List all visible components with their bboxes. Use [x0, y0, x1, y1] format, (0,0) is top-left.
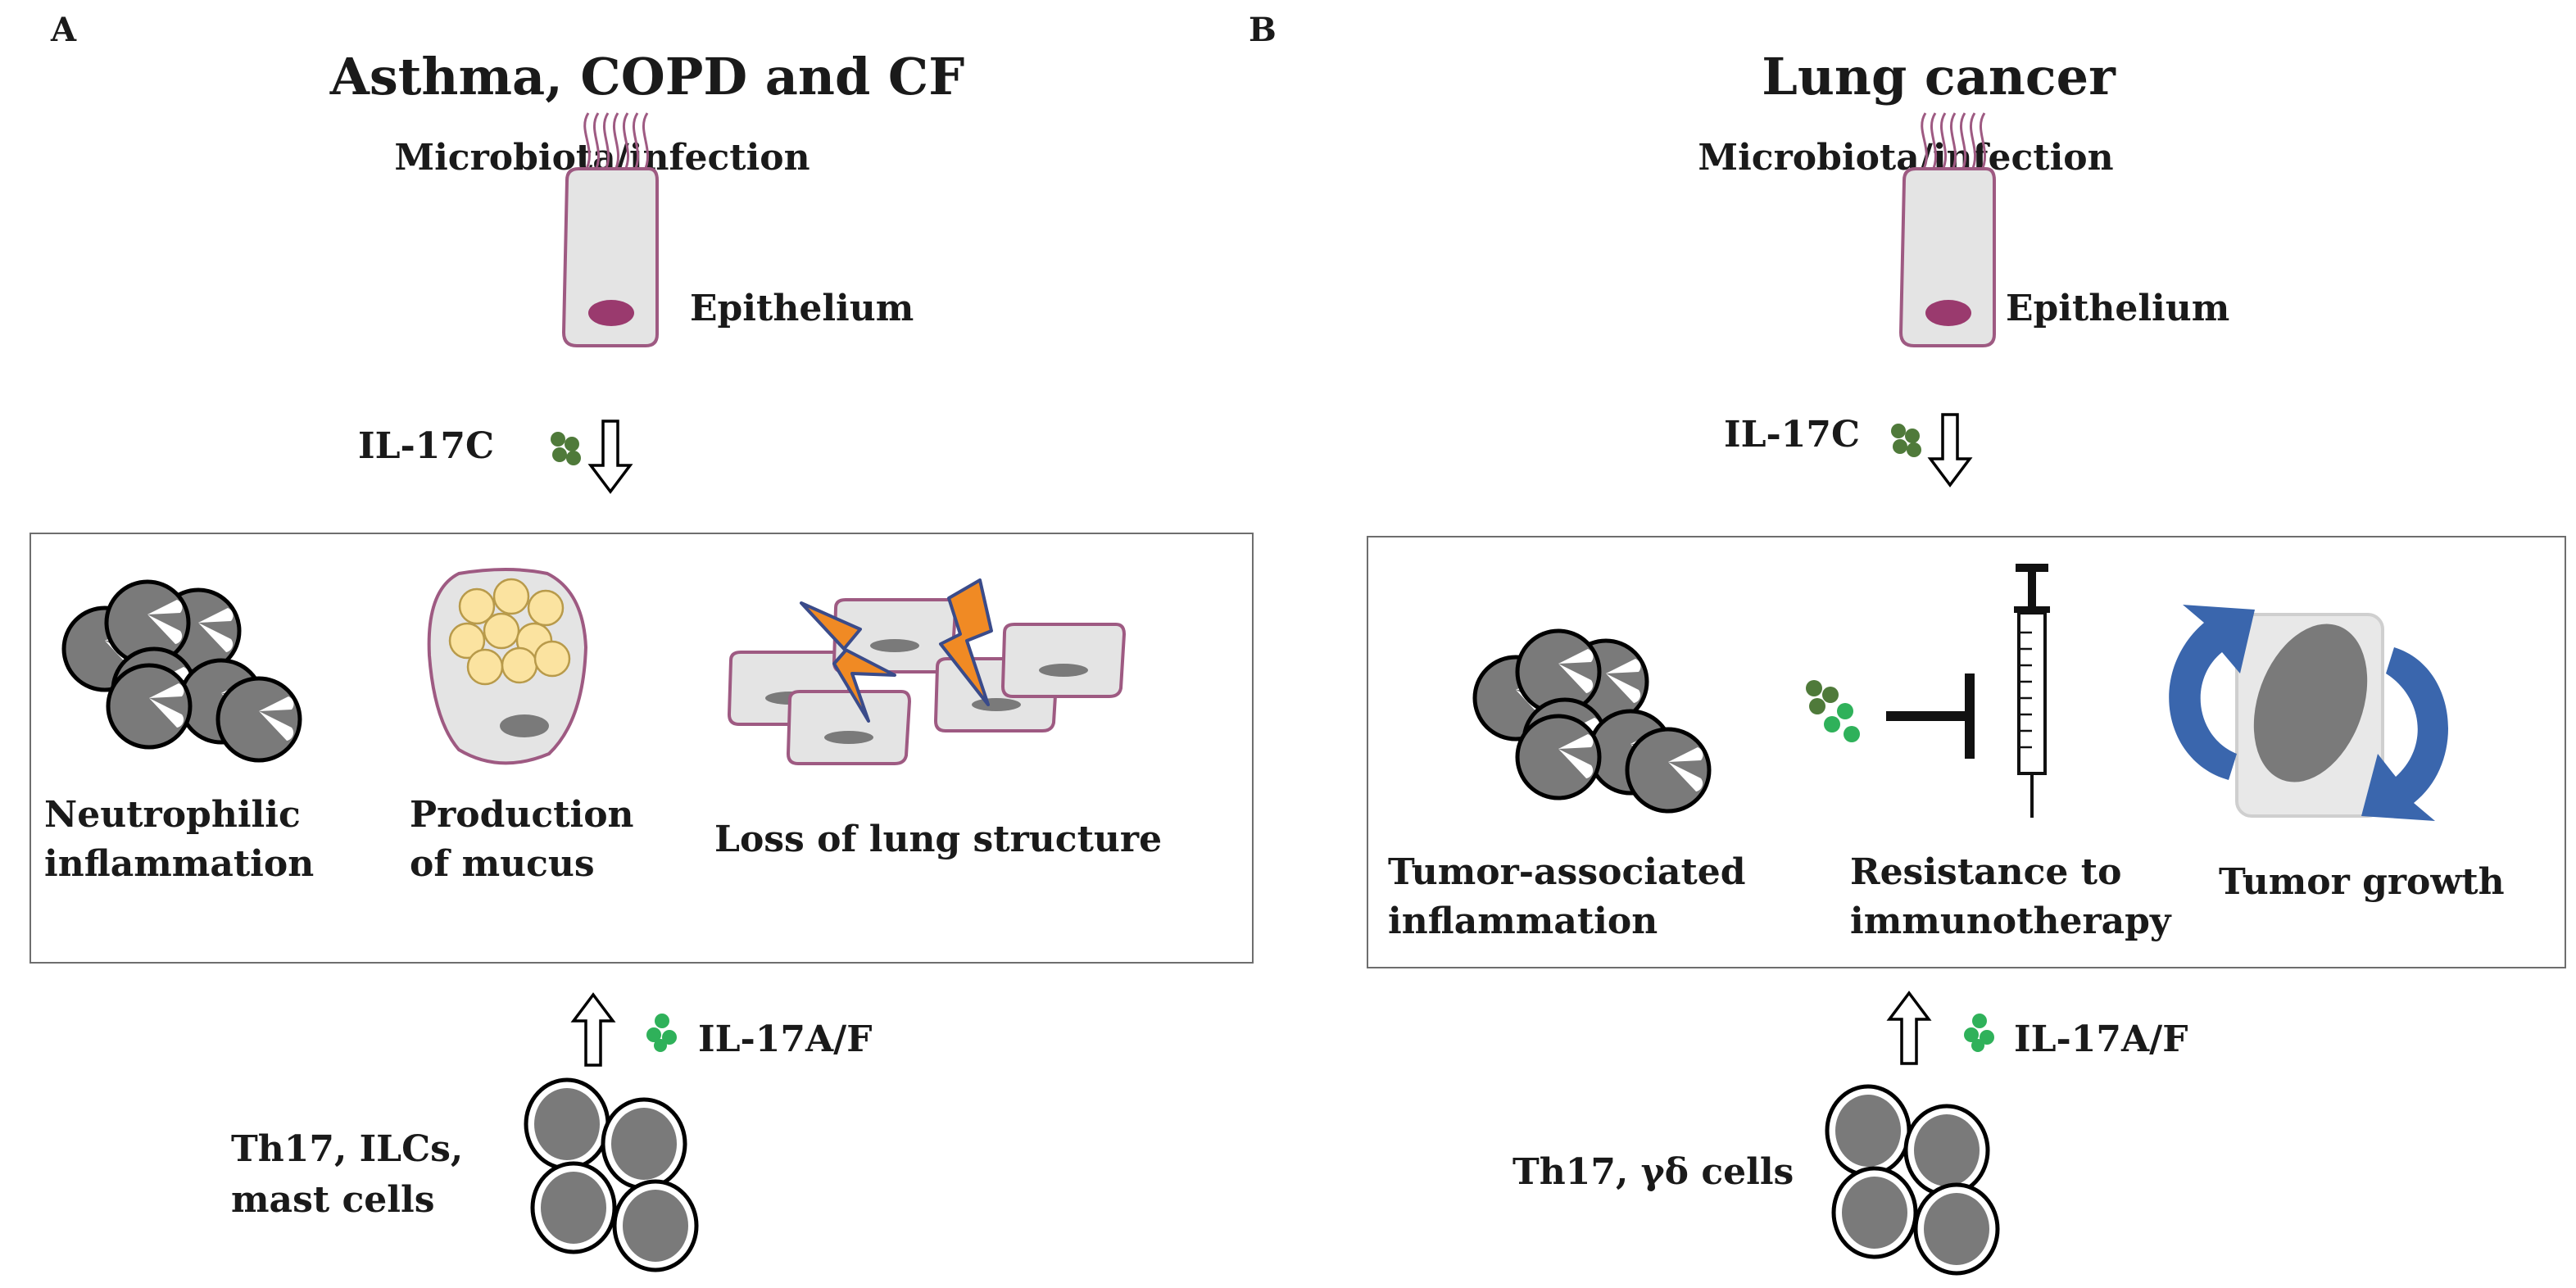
- panel-a-outcome-2-line-1: Production: [410, 794, 634, 836]
- panel-b-il17af-dots: [1964, 1014, 1994, 1052]
- panel-a-producer-cells: [526, 1080, 696, 1270]
- panel-a-il17c-label: IL-17C: [358, 425, 495, 467]
- panel-a-loss-of-structure: [728, 578, 1126, 765]
- panel-a-producers-line-1: Th17, ILCs,: [231, 1128, 464, 1170]
- panel-b-tumor-cell: [2235, 613, 2384, 818]
- panel-b-epithelium-label: Epithelium: [2006, 288, 2230, 329]
- panel-a-epithelium-label: Epithelium: [690, 288, 914, 329]
- panel-b-inhibition-bar: [1886, 673, 1975, 759]
- panel-b-epithelium-cell: [1899, 111, 1996, 347]
- panel-a-arrow-up: [572, 993, 615, 1067]
- panel-a-outcome-box: [29, 533, 1254, 964]
- panel-a-outcome-1-line-1: Neutrophilic: [44, 794, 301, 836]
- panel-a-goblet-cell: [427, 568, 588, 765]
- panel-a-epithelium-cell: [562, 111, 659, 347]
- panel-b-outcome-2-line-1: Resistance to: [1850, 851, 2122, 893]
- panel-a-producers-line-2: mast cells: [231, 1179, 435, 1221]
- panel-a-outcome-3: Loss of lung structure: [714, 819, 1163, 860]
- panel-b-neutrophil-cluster: [1475, 631, 1709, 811]
- panel-a-neutrophil-cluster: [64, 582, 300, 760]
- panel-a-il17af-dots: [646, 1014, 677, 1052]
- panel-b-il17c-dots: [1891, 424, 1921, 457]
- panel-b-il17c-label: IL-17C: [1724, 414, 1861, 456]
- panel-a-letter: A: [51, 11, 77, 49]
- panel-a-il17c-dots: [551, 432, 581, 465]
- panel-b-growth-arrow-right: [2361, 647, 2449, 821]
- panel-b-growth-arrow-left: [2169, 605, 2255, 780]
- panel-b-producers: Th17, γδ cells: [1512, 1151, 1794, 1193]
- panel-b-il17af-label: IL-17A/F: [2014, 1018, 2188, 1060]
- panel-b-outcome-1-line-2: inflammation: [1388, 900, 1658, 942]
- panel-a-arrow-down: [589, 420, 632, 493]
- panel-a-outcome-1-line-2: inflammation: [44, 843, 315, 885]
- panel-b-title: Lung cancer: [1762, 47, 2116, 107]
- panel-b-producer-cells: [1827, 1086, 1998, 1273]
- panel-b-outcome-1-line-1: Tumor-associated: [1388, 851, 1746, 893]
- panel-b-outcome-3: Tumor growth: [2219, 861, 2505, 903]
- panel-b-letter: B: [1249, 11, 1277, 49]
- panel-b-syringe-icon: [2014, 564, 2050, 818]
- panel-a-il17af-label: IL-17A/F: [698, 1018, 873, 1060]
- panel-a-outcome-2-line-2: of mucus: [410, 843, 595, 885]
- panel-b-outcome-2-line-2: immunotherapy: [1850, 900, 2171, 942]
- panel-b-arrow-up: [1888, 991, 1930, 1065]
- panel-a-title: Asthma, COPD and CF: [329, 47, 965, 107]
- panel-b-il17-dots-inhibit: [1806, 680, 1860, 742]
- panel-b-outcome-box: [1367, 536, 2566, 968]
- panel-b-arrow-down: [1929, 413, 1971, 487]
